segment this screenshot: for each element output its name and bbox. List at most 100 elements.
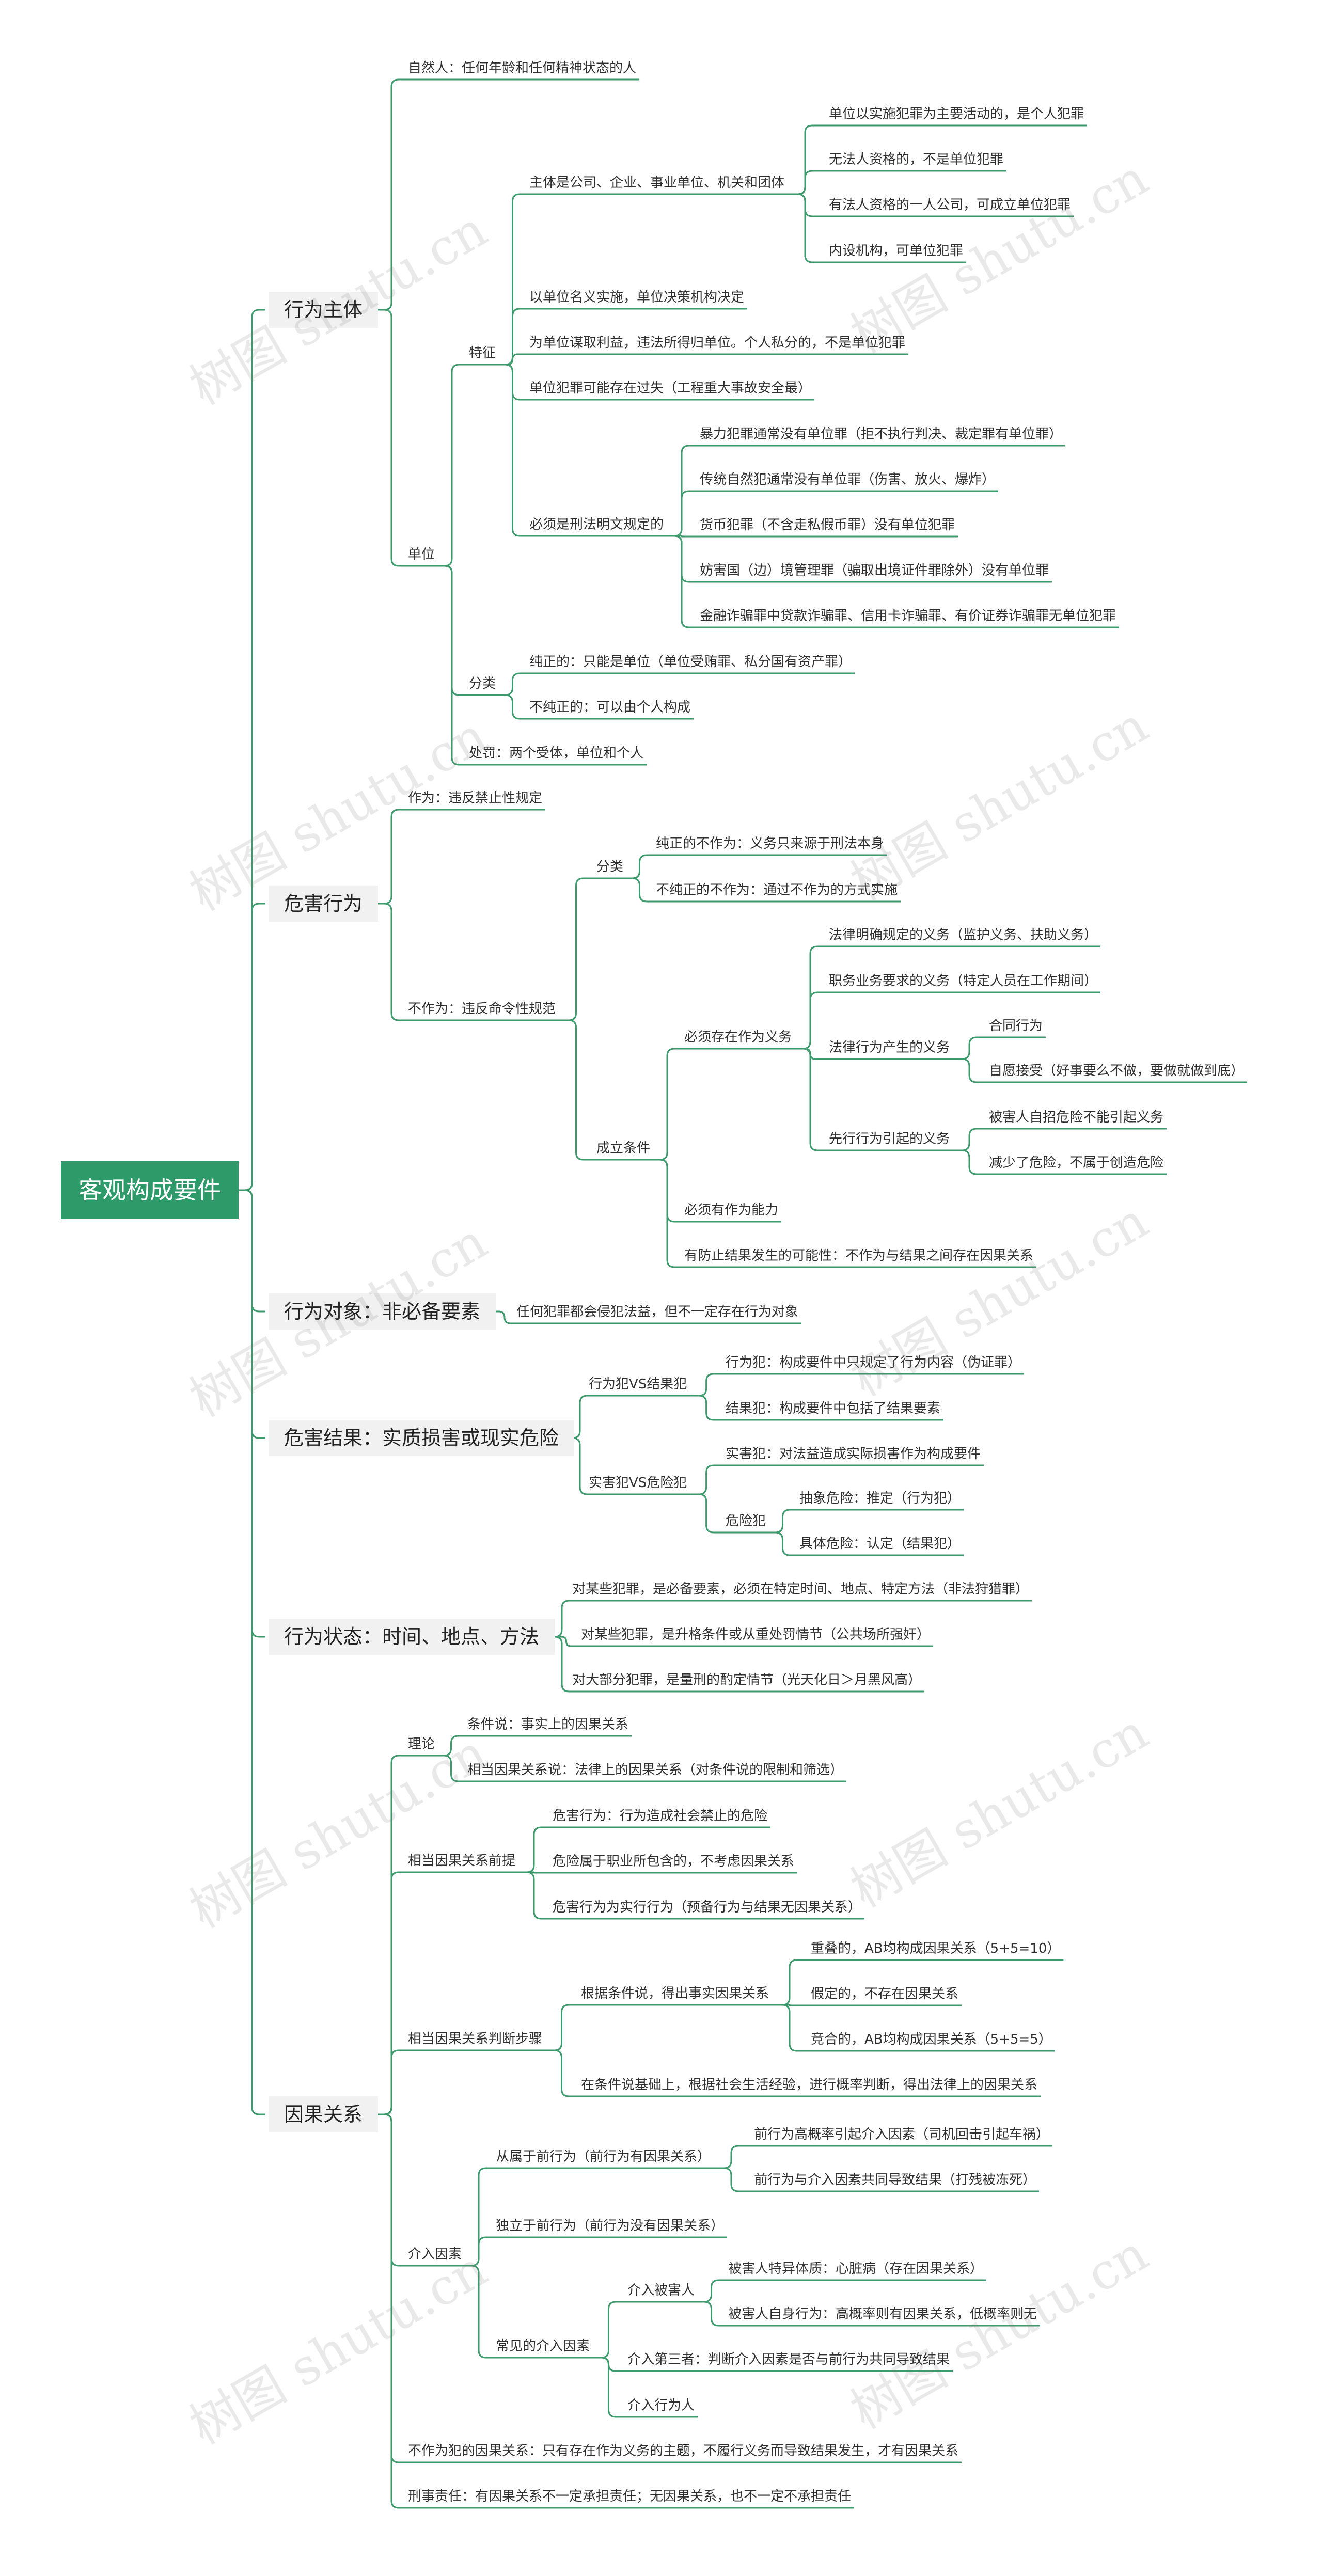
link-t2a <box>499 672 526 696</box>
topic-d3a3[interactable]: 竞合的，AB均构成因果关系（5+5=5） <box>811 2032 1052 2047</box>
topic-b2b[interactable]: 必须有作为能力 <box>684 1203 779 1218</box>
branch-a6[interactable]: 因果关系 <box>269 2096 379 2132</box>
link-c2b <box>690 1493 722 1534</box>
topic-b2a3[interactable]: 法律行为产生的义务 <box>829 1040 950 1055</box>
branch-a1[interactable]: 行为主体 <box>269 292 379 328</box>
topic-t2[interactable]: 分类 <box>469 676 496 691</box>
topic-t3[interactable]: 处罚：两个受体，单位和个人 <box>469 746 644 761</box>
topic-a5c[interactable]: 对大部分犯罪，是量刑的酌定情节（光天化日＞月黑风高） <box>572 1672 922 1688</box>
topic-d2c[interactable]: 危害行为为实行行为（预备行为与结果无因果关系） <box>553 1900 862 1915</box>
link-d3a3 <box>772 2004 808 2052</box>
topic-d5[interactable]: 不作为犯的因果关系：只有存在作为义务的主题，不履行义务而导致结果发生，才有因果关… <box>408 2443 959 2459</box>
topic-c2b1[interactable]: 抽象危险：推定（行为犯） <box>799 1491 961 1506</box>
topic-d4b[interactable]: 独立于前行为（前行为没有因果关系） <box>496 2218 725 2234</box>
topic-d4c1[interactable]: 介入被害人 <box>627 2283 695 2298</box>
topic-d4c2[interactable]: 介入第三者：判断介入因素是否与前行为共同导致结果 <box>627 2352 950 2367</box>
branch-a4[interactable]: 危害结果：实质损害或现实危险 <box>269 1420 575 1456</box>
topic-d3a1[interactable]: 重叠的，AB均构成因果关系（5+5=10） <box>811 1941 1061 1956</box>
link-b2a4a <box>953 1128 986 1151</box>
root-node[interactable]: 客观构成要件 <box>61 1161 239 1219</box>
topic-b2[interactable]: 成立条件 <box>596 1141 651 1156</box>
topic-d4c[interactable]: 常见的介入因素 <box>496 2338 590 2354</box>
topic-b2a4[interactable]: 先行行为引起的义务 <box>829 1131 950 1147</box>
topic-a1a[interactable]: 自然人：任何年龄和任何精神状态的人 <box>408 60 637 76</box>
topic-a5b[interactable]: 对某些犯罪，是升格条件或从重处罚情节（公共场所强奸） <box>581 1627 931 1642</box>
topic-d6[interactable]: 刑事责任：有因果关系不一定承担责任；无因果关系，也不一定不承担责任 <box>408 2489 852 2504</box>
topic-t2b[interactable]: 不纯正的：可以由个人构成 <box>529 700 691 715</box>
topic-c1b[interactable]: 结果犯：构成要件中包括了结果要素 <box>726 1401 941 1416</box>
topic-b2a2[interactable]: 职务业务要求的义务（特定人员在工作期间） <box>829 973 1098 989</box>
topic-t1e2[interactable]: 传统自然犯通常没有单位罪（伤害、放火、爆炸） <box>700 472 996 487</box>
topic-d3b[interactable]: 在条件说基础上，根据社会生活经验，进行概率判断，得出法律上的因果关系 <box>581 2077 1038 2093</box>
topic-t1e3[interactable]: 货币犯罪（不含走私假币罪）没有单位犯罪 <box>700 517 955 533</box>
topic-d4c1a[interactable]: 被害人特异体质：心脏病（存在因果关系） <box>728 2261 984 2277</box>
topic-b1a[interactable]: 纯正的不作为：义务只来源于刑法本身 <box>656 836 885 851</box>
topic-d4a2[interactable]: 前行为与介入因素共同导致结果（打残被冻死） <box>754 2172 1036 2188</box>
topic-d4[interactable]: 介入因素 <box>408 2247 462 2262</box>
topic-b2a4b[interactable]: 减少了危险，不属于创造危险 <box>989 1155 1164 1171</box>
topic-d2[interactable]: 相当因果关系前提 <box>408 1853 516 1869</box>
topic-b1[interactable]: 分类 <box>596 859 624 875</box>
topic-b2a1[interactable]: 法律明确规定的义务（监护义务、扶助义务） <box>829 927 1098 943</box>
topic-d1a[interactable]: 条件说：事实上的因果关系 <box>467 1717 629 1732</box>
topic-c2b[interactable]: 危险犯 <box>726 1513 766 1529</box>
link-d4c1a <box>698 2279 725 2303</box>
link-t1a2 <box>788 170 826 195</box>
topic-c1a[interactable]: 行为犯：构成要件中只规定了行为内容（伪证罪） <box>726 1355 1021 1370</box>
topic-t1c[interactable]: 为单位谋取利益，违法所得归单位。个人私分的，不是单位犯罪 <box>529 335 906 351</box>
topic-d3a2[interactable]: 假定的，不存在因果关系 <box>811 1986 959 2002</box>
topic-d3a[interactable]: 根据条件说，得出事实因果关系 <box>581 1986 769 2001</box>
topic-t1a3[interactable]: 有法人资格的一人公司，可成立单位犯罪 <box>829 197 1071 213</box>
topic-t2a[interactable]: 纯正的：只能是单位（单位受贿罪、私分国有资产罪） <box>529 654 852 670</box>
link-d2b <box>518 1871 549 1874</box>
topic-t1e4[interactable]: 妨害国（边）境管理罪（骗取出境证件罪除外）没有单位罪 <box>700 563 1049 578</box>
topic-t1b[interactable]: 以单位名义实施，单位决策机构决定 <box>529 290 745 305</box>
topic-a2b[interactable]: 不作为：违反命令性规范 <box>408 1001 556 1017</box>
topic-c2[interactable]: 实害犯VS危险犯 <box>589 1475 687 1491</box>
topic-d4a1[interactable]: 前行为高概率引起介入因素（司机回击引起车祸） <box>754 2127 1050 2142</box>
link-d3a <box>545 2004 578 2051</box>
branch-a3[interactable]: 行为对象：非必备要素 <box>269 1293 496 1330</box>
link-t2b <box>499 694 526 720</box>
link-d1b <box>438 1755 464 1782</box>
link-b2c <box>653 1159 681 1268</box>
link-t1a4 <box>788 193 826 263</box>
topic-t1a[interactable]: 主体是公司、企业、事业单位、机关和团体 <box>529 175 785 191</box>
link-t1a3 <box>788 193 826 217</box>
topic-t1a2[interactable]: 无法人资格的，不是单位犯罪 <box>829 152 1004 167</box>
topic-d2b[interactable]: 危险属于职业所包含的，不考虑因果关系 <box>553 1854 795 1869</box>
topic-t1e1[interactable]: 暴力犯罪通常没有单位罪（拒不执行判决、裁定罪有单位罪） <box>700 426 1063 442</box>
link-c1b <box>690 1395 722 1421</box>
topic-d4c1b[interactable]: 被害人自身行为：高概率则有因果关系，低概率则无 <box>728 2306 1037 2322</box>
topic-b2a4a[interactable]: 被害人自招危险不能引起义务 <box>989 1110 1164 1125</box>
topic-t1e5[interactable]: 金融诈骗罪中贷款诈骗罪、信用卡诈骗罪、有价证券诈骗罪无单位犯罪 <box>700 608 1116 624</box>
topic-b2a3a[interactable]: 合同行为 <box>989 1018 1043 1034</box>
link-b2a3b <box>953 1058 986 1083</box>
topic-a2a[interactable]: 作为：违反禁止性规定 <box>408 791 543 806</box>
topic-t1a4[interactable]: 内设机构，可单位犯罪 <box>829 243 964 259</box>
topic-a3a[interactable]: 任何犯罪都会侵犯法益，但不一定存在行为对象 <box>516 1304 799 1320</box>
topic-t1[interactable]: 特征 <box>469 345 496 361</box>
topic-b1b[interactable]: 不纯正的不作为：通过不作为的方式实施 <box>656 882 898 898</box>
topic-d3[interactable]: 相当因果关系判断步骤 <box>408 2031 543 2047</box>
topic-b2a[interactable]: 必须存在作为义务 <box>684 1030 792 1045</box>
topic-d4c3[interactable]: 介入行为人 <box>627 2398 695 2413</box>
topic-c2a[interactable]: 实害犯：对法益造成实际损害作为构成要件 <box>726 1446 981 1462</box>
topic-c1[interactable]: 行为犯VS结果犯 <box>589 1377 687 1392</box>
branch-a5[interactable]: 行为状态：时间、地点、方法 <box>269 1619 555 1655</box>
topic-d2a[interactable]: 危害行为：行为造成社会禁止的危险 <box>553 1808 768 1824</box>
topic-d4a[interactable]: 从属于前行为（前行为有因果关系） <box>496 2149 711 2164</box>
topic-c2b2[interactable]: 具体危险：认定（结果犯） <box>799 1536 961 1552</box>
topic-t1d[interactable]: 单位犯罪可能存在过失（工程重大事故安全最） <box>529 381 812 396</box>
topic-d1[interactable]: 理论 <box>408 1736 435 1752</box>
link-d4c3 <box>593 2357 624 2418</box>
topic-b2a3b[interactable]: 自愿接受（好事要么不做，要做就做到底） <box>989 1063 1245 1079</box>
topic-a1b[interactable]: 单位 <box>408 547 435 562</box>
topic-d1b[interactable]: 相当因果关系说：法律上的因果关系（对条件说的限制和筛选） <box>467 1762 844 1778</box>
topic-t1a1[interactable]: 单位以实施犯罪为主要活动的，是个人犯罪 <box>829 106 1084 122</box>
topic-b2c[interactable]: 有防止结果发生的可能性：不作为与结果之间存在因果关系 <box>684 1248 1034 1263</box>
link-t1c <box>499 353 526 366</box>
topic-a5a[interactable]: 对某些犯罪，是必备要素，必须在特定时间、地点、特定方法（非法狩猎罪） <box>572 1582 1029 1597</box>
branch-a2[interactable]: 危害行为 <box>269 886 379 922</box>
topic-t1e[interactable]: 必须是刑法明文规定的 <box>529 517 664 532</box>
